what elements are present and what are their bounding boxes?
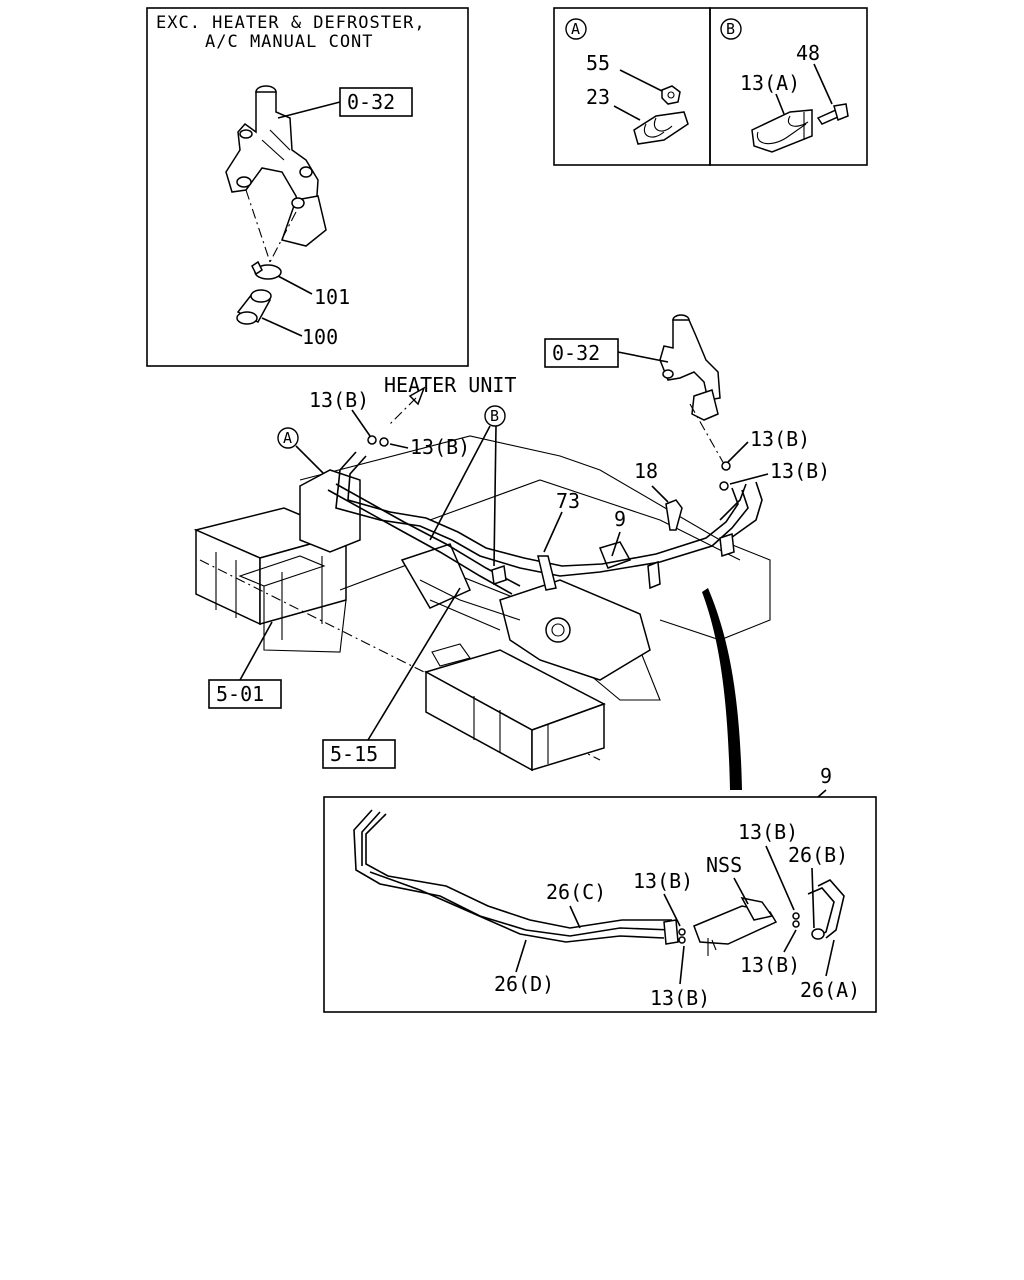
label-55: 55 — [586, 51, 610, 75]
pipe-26c-26d — [353, 809, 679, 945]
label-26b: 26(B) — [788, 843, 848, 867]
label-26a: 26(A) — [800, 978, 860, 1002]
tie-73-part — [537, 555, 557, 591]
label-13a: 13(A) — [740, 71, 800, 95]
inset-b: B 48 13(A) — [709, 7, 868, 166]
inset-b-circle — [720, 18, 742, 40]
label-13b-detail-a: 13(B) — [633, 869, 693, 893]
label-26c: 26(C) — [546, 880, 606, 904]
nss-bracket-part — [693, 896, 778, 956]
label-13b-right-mid: 13(B) — [770, 459, 830, 483]
main-assembly: 0-32 13(B) 13(B) HEATER UNIT 13(B) 13(B)… — [193, 314, 830, 790]
label-9-main: 9 — [614, 507, 626, 531]
label-18: 18 — [634, 459, 658, 483]
ref-5-15: 5-15 — [330, 742, 378, 766]
bolt-part — [816, 103, 849, 125]
label-100: 100 — [302, 325, 338, 349]
detail-pointer-arrow — [702, 588, 742, 790]
ref-0-32-main: 0-32 — [552, 341, 600, 365]
inset-a-letter: A — [571, 20, 580, 38]
label-48: 48 — [796, 41, 820, 65]
label-nss: NSS — [706, 853, 742, 877]
frame-rail-right — [424, 643, 606, 772]
label-13b-detail-b: 13(B) — [650, 986, 710, 1010]
ref-5-01: 5-01 — [216, 682, 264, 706]
crossmember-part — [299, 469, 651, 681]
clip-part — [633, 111, 689, 145]
label-13b-right-top: 13(B) — [750, 427, 810, 451]
callout-b-circle — [484, 405, 506, 427]
inset-frame — [146, 7, 469, 367]
label-13b-left-top: 13(B) — [309, 388, 369, 412]
ref-box-0-32-main — [544, 338, 619, 368]
bolt-18-part — [665, 499, 683, 531]
inset-heater-exc: EXC. HEATER & DEFROSTER, A/C MANUAL CONT… — [146, 7, 469, 367]
ref-box-5-15 — [322, 739, 396, 769]
callout-b-letter: B — [490, 407, 499, 425]
detail-frame — [323, 796, 877, 1013]
inset-a: A 55 23 — [553, 7, 711, 166]
detail-pipe-9: 9 26(C) 26(D) NSS 13(B) — [323, 764, 877, 1013]
label-13b-detail-d: 13(B) — [740, 953, 800, 977]
clip-b-part — [751, 109, 813, 153]
label-26d: 26(D) — [494, 972, 554, 996]
inset-a-circle — [565, 18, 587, 40]
frame-rail-left — [193, 507, 601, 761]
hose-clamp-part — [251, 260, 282, 280]
heater-unit-label: HEATER UNIT — [384, 373, 516, 397]
callout-a-circle — [277, 427, 299, 449]
inset-header-line2: A/C MANUAL CONT — [205, 32, 374, 52]
hose-part — [236, 289, 272, 325]
nut-part — [661, 85, 681, 105]
inset-header-line1: EXC. HEATER & DEFROSTER, — [156, 13, 426, 33]
ref-0-32-inset: 0-32 — [347, 90, 395, 114]
ref-box-5-01 — [208, 679, 282, 709]
water-outlet-main — [659, 314, 721, 421]
pipe-26a-26b — [807, 879, 845, 940]
inset-b-letter: B — [726, 20, 735, 38]
label-101: 101 — [314, 285, 350, 309]
label-13b-detail-c: 13(B) — [738, 820, 798, 844]
inset-b-frame — [709, 7, 868, 166]
callout-a-letter: A — [283, 429, 292, 447]
ref-box-0-32-inset — [339, 87, 413, 117]
label-23: 23 — [586, 85, 610, 109]
label-9-detail: 9 — [820, 764, 832, 788]
label-73: 73 — [556, 489, 580, 513]
